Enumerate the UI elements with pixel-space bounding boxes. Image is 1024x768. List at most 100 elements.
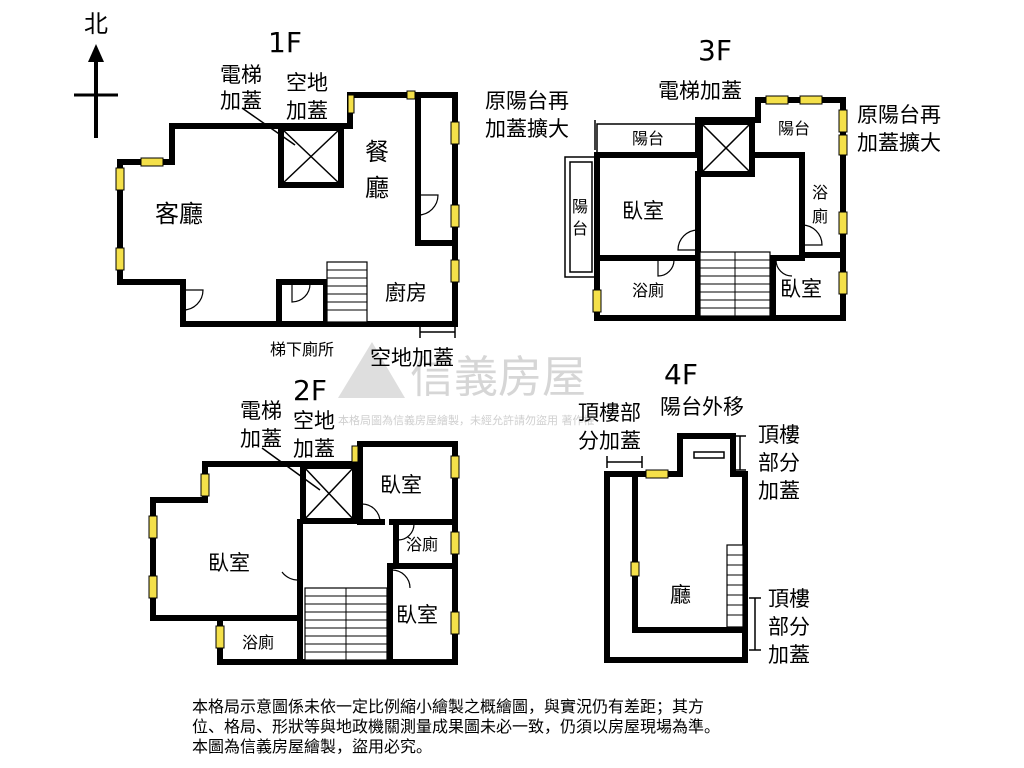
label-2f-open: 空地 xyxy=(293,409,335,433)
door-1f-dining xyxy=(417,194,439,216)
window-3f-g xyxy=(592,289,602,313)
label-1f-open-ext: 空地加蓋 xyxy=(370,346,454,370)
stair-4f xyxy=(726,544,744,628)
floor-1f: 1F xyxy=(115,26,460,370)
label-3f-bath-left: 浴廁 xyxy=(632,281,664,300)
label-2f-elevator2: 加蓋 xyxy=(240,427,282,451)
window-3f-e xyxy=(838,211,848,235)
north-compass: 北 xyxy=(74,10,118,138)
label-1f-elevator: 電梯 xyxy=(220,63,262,87)
side-balcony-3f xyxy=(564,156,598,278)
label-4f-roof-right-a: 頂樓 xyxy=(758,423,800,447)
label-1f-living: 客廳 xyxy=(155,200,203,228)
window-1f-a xyxy=(140,157,164,167)
disclaimer-line-2: 位、格局、形狀等與地政機關測量成果圖未必一致，仍須以房屋現場為準。 xyxy=(192,717,721,736)
window-2f-g xyxy=(450,611,460,635)
label-1f-elevator2: 加蓋 xyxy=(220,89,262,113)
window-3f-b xyxy=(799,95,823,105)
label-4f-roof-part: 頂樓部 xyxy=(578,401,641,425)
watermark-tagline: 本格局圖為信義房屋繪製，未經允許請勿盜用 著作權 xyxy=(338,413,595,427)
label-3f-balcony-right: 陽台 xyxy=(778,119,810,138)
elevator-shaft-1f xyxy=(278,125,344,188)
stair-3f xyxy=(699,251,771,317)
label-3f-balcony-left-note: 原陽台再 xyxy=(485,89,569,113)
window-2f-f xyxy=(450,531,460,555)
door-1f-wc xyxy=(291,283,311,303)
label-1f-dining2: 廳 xyxy=(365,174,389,202)
window-1f-g xyxy=(406,90,416,100)
label-4f-roof-right-a2: 部分 xyxy=(758,451,800,475)
door-1f-living xyxy=(182,289,204,311)
door-2f-bedroom-bottom xyxy=(391,569,411,589)
label-1f-stair-wc: 梯下廁所 xyxy=(270,340,334,359)
window-1f-b xyxy=(115,167,125,191)
window-1f-d xyxy=(450,121,460,145)
label-3f-balcony-left: 陽台 xyxy=(632,129,664,148)
elevator-shaft-2f xyxy=(300,463,358,524)
window-2f-b xyxy=(148,515,158,539)
floor-4f: 4F 頂樓部 分加蓋 陽台外移 頂樓 部分 加蓋 xyxy=(578,358,810,667)
label-3f-elevator-ext: 電梯加蓋 xyxy=(658,79,742,103)
door-2f-bath-small xyxy=(397,523,415,541)
window-4f-b xyxy=(630,561,640,577)
watermark: 信義房屋 本格局圖為信義房屋繪製，未經允許請勿盜用 著作權 xyxy=(338,342,595,427)
label-4f-roof-part2: 分加蓋 xyxy=(578,429,641,453)
label-2f-elevator: 電梯 xyxy=(240,399,282,423)
window-2f-d xyxy=(215,625,225,649)
floor-2f-label: 2F xyxy=(293,374,327,407)
window-3f-d xyxy=(838,134,848,156)
disclaimer: 本格局示意圖係未依一定比例縮小繪製之概繪圖，與實況仍有差距；其方 位、格局、形狀… xyxy=(192,697,872,757)
label-2f-bath: 浴廁 xyxy=(242,633,274,652)
label-4f-balcony-moved: 陽台外移 xyxy=(660,395,744,419)
window-1f-h xyxy=(347,94,355,114)
label-1f-kitchen: 廚房 xyxy=(385,281,427,305)
label-3f-bedroom-right: 臥室 xyxy=(780,277,822,301)
label-2f-open2: 加蓋 xyxy=(293,437,335,461)
label-3f-balcony-right-note: 原陽台再 xyxy=(857,103,941,127)
window-4f-a xyxy=(645,469,669,479)
stair-2f xyxy=(304,587,388,661)
window-2f-c xyxy=(148,575,158,599)
label-3f-balcony-side2: 台 xyxy=(572,219,588,238)
window-1f-e xyxy=(450,204,460,228)
label-2f-bedroom-bottom: 臥室 xyxy=(396,603,438,627)
label-4f-roof-right-b3: 加蓋 xyxy=(768,643,810,667)
door-2f-bedroom-top xyxy=(361,503,381,523)
window-3f-f xyxy=(838,271,848,295)
window-3f-c xyxy=(838,109,848,133)
balcony-4f-moved xyxy=(693,451,725,459)
label-2f-bedroom-top: 臥室 xyxy=(380,473,422,497)
floor-3f-label: 3F xyxy=(698,34,732,67)
door-3f-bedroom-right xyxy=(775,259,793,277)
window-2f-e xyxy=(450,455,460,479)
disclaimer-line-1: 本格局示意圖係未依一定比例縮小繪製之概繪圖，與實況仍有差距；其方 xyxy=(192,697,705,716)
label-4f-roof-right-a3: 加蓋 xyxy=(758,479,800,503)
label-3f-balcony-right-note2: 加蓋擴大 xyxy=(857,131,941,155)
label-3f-bath-right2: 廁 xyxy=(812,207,828,226)
north-arrow-head-icon xyxy=(88,44,104,62)
window-3f-a xyxy=(765,95,789,105)
floor-2f: 2F xyxy=(148,374,460,665)
label-3f-balcony-side: 陽 xyxy=(572,197,588,216)
label-2f-bedroom-main: 臥室 xyxy=(208,551,250,575)
window-2f-a xyxy=(200,473,210,497)
watermark-brand: 信義房屋 xyxy=(410,352,586,403)
floor-4f-label: 4F xyxy=(664,358,698,391)
label-3f-bath-right: 浴 xyxy=(812,183,828,202)
window-1f-c xyxy=(115,247,125,271)
north-label: 北 xyxy=(84,10,108,38)
label-2f-bath-small: 浴廁 xyxy=(406,535,438,554)
floor-3f: 3F xyxy=(485,34,941,321)
floor-1f-label: 1F xyxy=(268,26,302,59)
label-1f-open2: 加蓋 xyxy=(286,99,328,123)
label-1f-dining: 餐 xyxy=(365,138,389,166)
label-4f-roof-right-b: 頂樓 xyxy=(768,587,810,611)
disclaimer-line-3: 本圖為信義房屋繪製，盜用必究。 xyxy=(192,737,433,756)
window-2f-h xyxy=(351,445,359,463)
label-3f-balcony-left-note2: 加蓋擴大 xyxy=(485,117,569,141)
label-4f-hall: 廳 xyxy=(670,583,691,607)
label-4f-roof-right-b2: 部分 xyxy=(768,615,810,639)
brand-logo-icon xyxy=(338,342,405,398)
window-1f-f xyxy=(450,259,460,283)
